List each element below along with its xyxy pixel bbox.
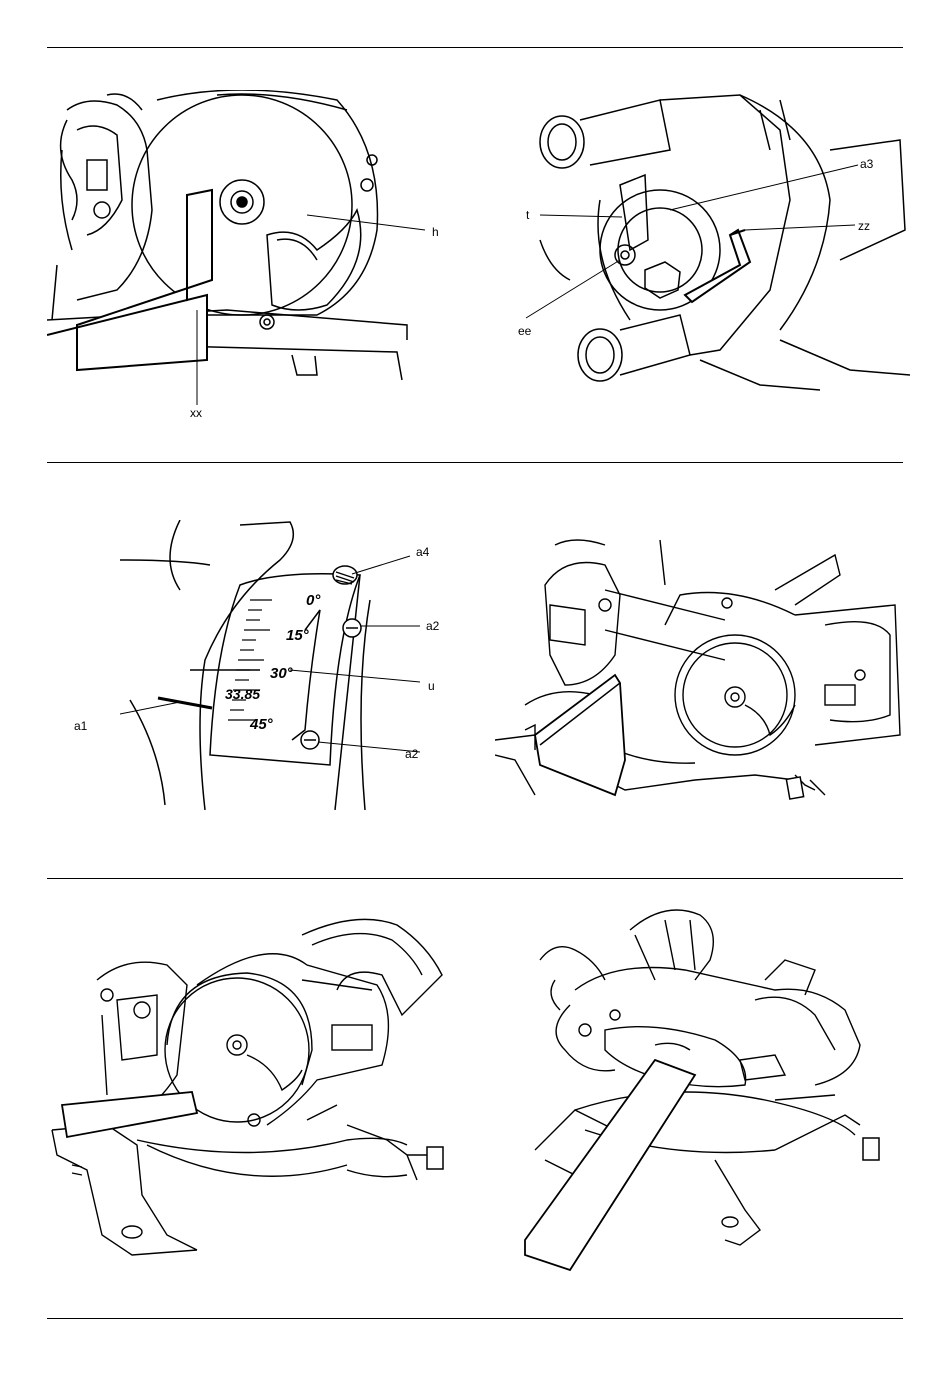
callout-a2-bottom: a2 (405, 748, 418, 760)
section-divider-top (47, 47, 903, 48)
saw-blade-illustration (47, 90, 427, 430)
callout-h: h (432, 226, 439, 238)
figure-bevel-stop-adjustment (520, 90, 910, 395)
callout-a2-top: a2 (426, 620, 439, 632)
callout-a3: a3 (860, 158, 873, 170)
miter-saw-side-illustration (495, 535, 905, 810)
bevel-mechanism-illustration (520, 90, 910, 395)
callout-a4: a4 (416, 546, 429, 558)
callout-zz: zz (858, 220, 870, 232)
scale-label-30: 30° (270, 665, 294, 682)
callout-a1: a1 (74, 720, 87, 732)
section-divider-2 (47, 462, 903, 463)
scale-label-0: 0° (306, 592, 321, 609)
callout-t: t (526, 209, 529, 221)
figure-miter-saw-front (47, 905, 457, 1260)
figure-square-check-saw (495, 535, 905, 810)
figure-miter-saw-bevelled (515, 900, 890, 1275)
bevel-scale-illustration: 0° 15° 30° 33.85 45° (120, 520, 420, 810)
scale-label-15: 15° (286, 627, 310, 644)
callout-xx: xx (190, 407, 202, 419)
miter-saw-front-illustration (47, 905, 457, 1260)
callout-ee: ee (518, 325, 531, 337)
figure-bevel-scale: 0° 15° 30° 33.85 45° (120, 520, 420, 810)
miter-saw-bevel-illustration (515, 900, 890, 1275)
callout-u: u (428, 680, 435, 692)
figure-blade-square-check (47, 90, 427, 430)
scale-label-33-85: 33.85 (225, 686, 260, 702)
section-divider-3 (47, 878, 903, 879)
scale-label-45: 45° (249, 716, 274, 733)
section-divider-bottom (47, 1318, 903, 1319)
